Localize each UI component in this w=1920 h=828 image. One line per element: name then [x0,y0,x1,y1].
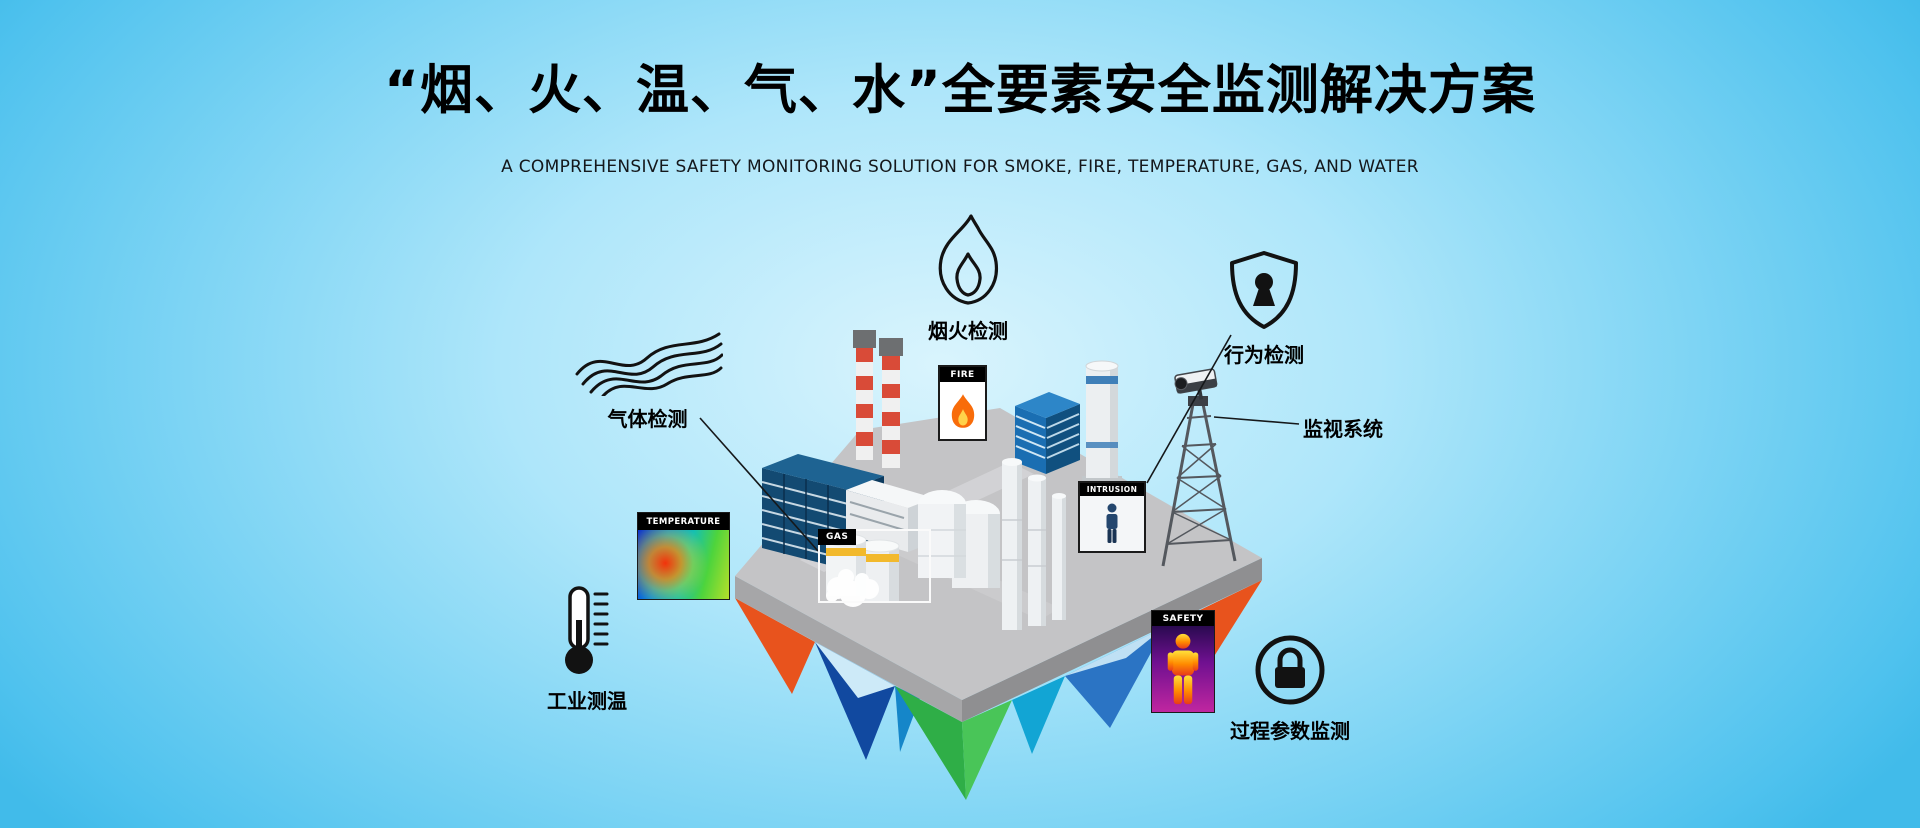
flame-outline-icon [938,214,998,305]
distillation-columns [1002,458,1066,630]
intrusion-tag: INTRUSION [1080,483,1144,496]
surveillance-system-label: 监视系统 [1303,417,1383,441]
island-crystal-base [735,580,1262,800]
thermal-image-safety [1152,626,1214,712]
thermal-person-silhouette [1167,633,1199,705]
safety-tag: SAFETY [1152,611,1214,626]
fire-callout-box: FIRE [938,365,987,441]
cctv-camera [1174,368,1218,400]
behavior-detection-label: 行为检测 [1224,343,1304,367]
chimney-stacks [853,330,903,468]
steam-clouds [826,569,879,607]
fire-tag: FIRE [940,367,985,382]
callout-smoke-fire-detection: 烟火检测 [928,212,1008,344]
fire-flame-icon [951,393,974,428]
safety-callout-box: SAFETY [1151,610,1215,713]
thermal-image-temperature [638,530,729,599]
callout-industrial-temperature: 工业测温 [547,582,627,714]
intrusion-image [1080,496,1144,551]
leader-lines [699,334,1300,552]
temperature-tag: TEMPERATURE [638,513,729,530]
industrial-temperature-label: 工业测温 [547,689,627,713]
smoke-waves-icon [575,332,723,396]
gas-detection-label: 气体检测 [607,407,688,431]
dome-tanks [918,490,1000,588]
behavior-leader-line [1146,334,1232,484]
gas-callout-box: GAS [818,529,931,603]
thermometer-icon [565,586,609,674]
gas-tag: GAS [818,529,857,545]
padlock-circle-icon [1255,635,1325,705]
gas-leader-line [699,417,819,552]
callout-behavior-detection: 行为检测 [1222,248,1306,368]
callout-process-parameters: 过程参数监测 [1230,632,1350,744]
worker-figure-icon [1106,503,1118,543]
page-title: “烟、火、温、气、水”全要素安全监测解决方案 [384,60,1536,121]
page-subtitle: A COMPREHENSIVE SAFETY MONITORING SOLUTI… [501,157,1419,177]
fire-image [940,382,985,439]
water-tower [1082,360,1122,484]
callout-gas-detection: 气体检测 [570,330,725,432]
process-parameters-label: 过程参数监测 [1230,719,1350,743]
office-building [1015,392,1080,474]
temperature-callout-box: TEMPERATURE [637,512,730,600]
lattice-tower [1161,396,1237,567]
smoke-fire-detection-label: 烟火检测 [928,319,1008,343]
intrusion-callout-box: INTRUSION [1078,481,1146,553]
shield-keyhole-icon [1230,251,1298,329]
surveillance-leader-line [1213,416,1300,425]
